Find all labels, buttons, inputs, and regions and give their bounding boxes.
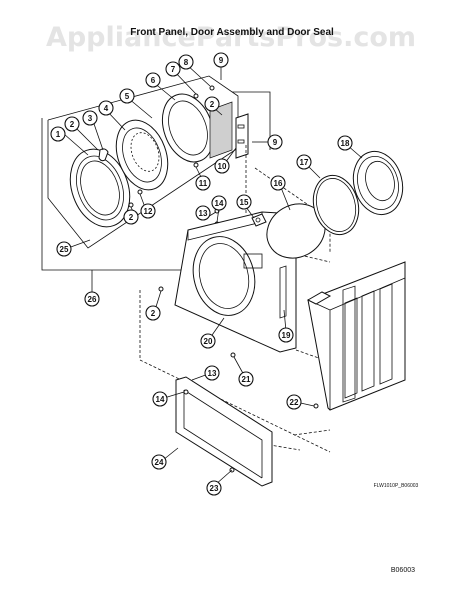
callout-5: 5	[119, 88, 135, 104]
door-group-outline	[41, 91, 271, 271]
callout-2d: 2	[145, 305, 161, 321]
svg-text:2: 2	[210, 100, 215, 109]
svg-text:14: 14	[215, 199, 224, 208]
callout-21: 21	[238, 371, 254, 387]
svg-text:3: 3	[88, 114, 93, 123]
svg-text:12: 12	[144, 207, 153, 216]
svg-text:26: 26	[88, 295, 97, 304]
callout-12: 12	[140, 203, 156, 219]
callout-2a: 2	[64, 116, 80, 132]
svg-text:4: 4	[104, 104, 109, 113]
svg-text:25: 25	[60, 245, 69, 254]
callout-24: 24	[151, 454, 167, 470]
svg-text:24: 24	[155, 458, 164, 467]
kick-panel	[175, 376, 273, 487]
watermark-text: AppliancePartsPros.com	[46, 22, 416, 53]
hinge-plate	[209, 101, 249, 159]
svg-text:14: 14	[156, 395, 165, 404]
svg-text:8: 8	[184, 58, 189, 67]
callout-22: 22	[286, 394, 302, 410]
cabinet	[306, 261, 406, 411]
svg-text:5: 5	[125, 92, 130, 101]
door-latch	[251, 213, 267, 227]
callout-25: 25	[56, 241, 72, 257]
svg-text:17: 17	[300, 158, 309, 167]
callout-4: 4	[98, 100, 114, 116]
callout-19: 19	[278, 327, 294, 343]
callout-3: 3	[82, 110, 98, 126]
callout-26: 26	[84, 291, 100, 307]
svg-text:10: 10	[218, 162, 227, 171]
svg-text:7: 7	[171, 65, 176, 74]
callout-9b: 9	[267, 134, 283, 150]
svg-text:15: 15	[240, 198, 249, 207]
callout-20: 20	[200, 333, 216, 349]
svg-text:22: 22	[290, 398, 299, 407]
svg-text:2: 2	[129, 213, 134, 222]
callout-2b: 2	[204, 96, 220, 112]
callout-8: 8	[178, 54, 194, 70]
door-seal-ring	[312, 174, 360, 236]
callout-11: 11	[195, 175, 211, 191]
callout-13b: 13	[204, 365, 220, 381]
svg-text:19: 19	[282, 331, 291, 340]
svg-text:11: 11	[199, 179, 208, 188]
svg-text:20: 20	[204, 337, 213, 346]
svg-text:23: 23	[210, 484, 219, 493]
callout-14b: 14	[152, 391, 168, 407]
callout-14a: 14	[211, 195, 227, 211]
callout-9a: 9	[213, 52, 229, 68]
callout-1: 1	[50, 126, 66, 142]
svg-text:9: 9	[219, 56, 224, 65]
callout-15: 15	[236, 194, 252, 210]
door-seal	[352, 150, 404, 216]
svg-text:16: 16	[274, 179, 283, 188]
svg-text:18: 18	[341, 139, 350, 148]
page-code: B06003	[391, 567, 415, 574]
door-glass	[115, 119, 169, 191]
callout-17: 17	[296, 154, 312, 170]
callout-2c: 2	[123, 209, 139, 225]
svg-text:6: 6	[151, 76, 156, 85]
callout-18: 18	[337, 135, 353, 151]
hinge-clip	[98, 148, 109, 162]
svg-text:13: 13	[208, 369, 217, 378]
callout-16: 16	[270, 175, 286, 191]
svg-text:2: 2	[70, 120, 75, 129]
front-panel	[174, 211, 297, 353]
svg-text:9: 9	[273, 138, 278, 147]
figure-code: FLW1010P_B06003	[374, 483, 419, 489]
callout-13a: 13	[195, 205, 211, 221]
callout-7: 7	[165, 61, 181, 77]
svg-text:21: 21	[242, 375, 251, 384]
callout-23: 23	[206, 480, 222, 496]
door-outer-ring	[69, 148, 131, 228]
svg-text:1: 1	[56, 130, 61, 139]
svg-text:13: 13	[199, 209, 208, 218]
callout-10: 10	[214, 158, 230, 174]
diagram-title: Front Panel, Door Assembly and Door Seal	[130, 27, 334, 38]
callout-6: 6	[145, 72, 161, 88]
svg-text:2: 2	[151, 309, 156, 318]
